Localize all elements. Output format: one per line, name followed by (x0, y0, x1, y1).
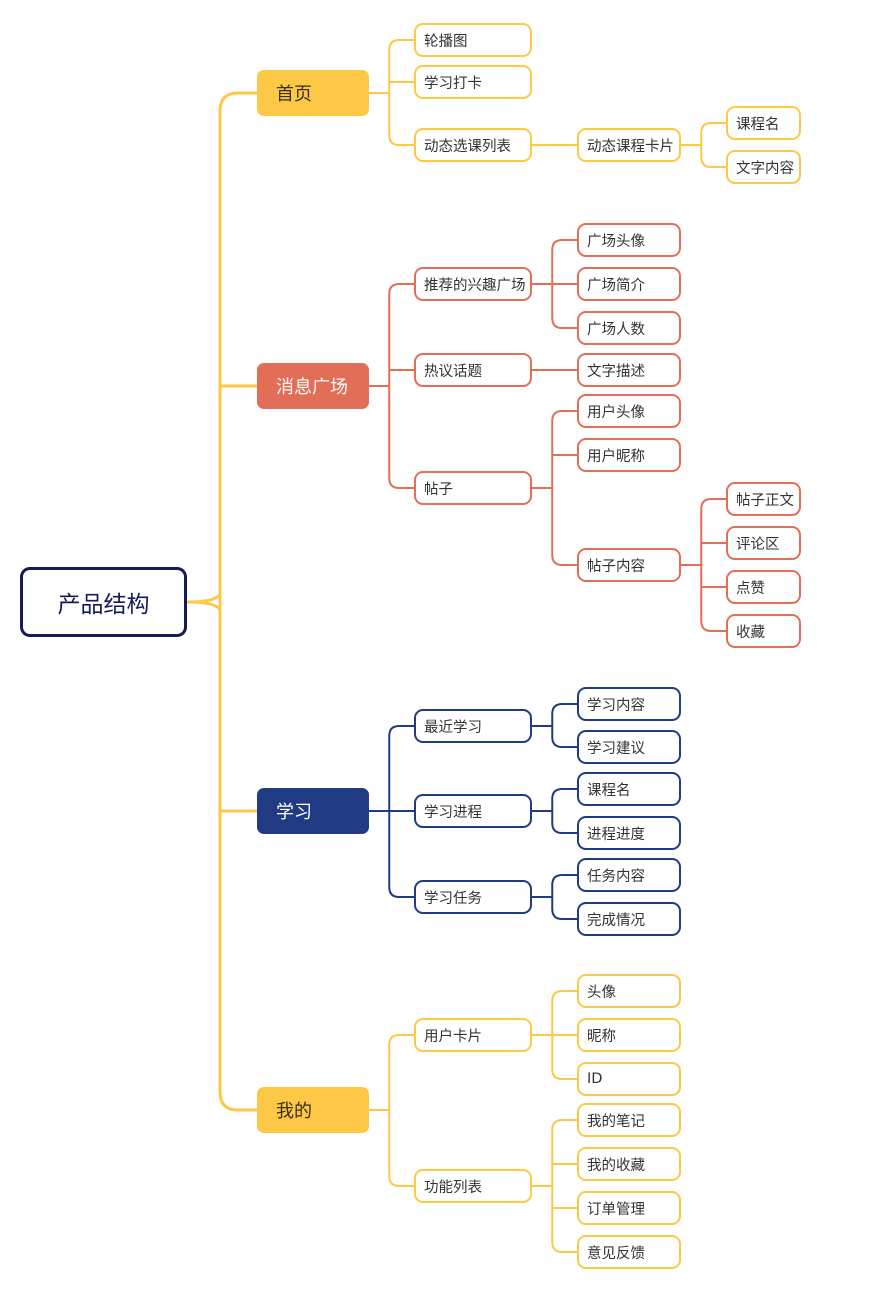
node-2-0-1[interactable]: 学习建议 (577, 730, 681, 764)
node-3-0[interactable]: 用户卡片 (414, 1018, 532, 1052)
node-1-2-2-2[interactable]: 点赞 (726, 570, 801, 604)
node-0-2-0[interactable]: 动态课程卡片 (577, 128, 681, 162)
node-2-2[interactable]: 学习任务 (414, 880, 532, 914)
node-3-0-2[interactable]: ID (577, 1062, 681, 1096)
node-1-1[interactable]: 热议话题 (414, 353, 532, 387)
connector-2-2 (531, 874, 578, 920)
node-1-0-2[interactable]: 广场人数 (577, 311, 681, 345)
root-connector (185, 91, 259, 1112)
branch-1[interactable]: 消息广场 (257, 363, 369, 409)
connector-branch-3 (368, 1034, 415, 1187)
node-3-0-0[interactable]: 头像 (577, 974, 681, 1008)
node-3-1[interactable]: 功能列表 (414, 1169, 532, 1203)
node-1-0-0[interactable]: 广场头像 (577, 223, 681, 257)
connector-branch-1 (368, 283, 415, 489)
node-3-1-1[interactable]: 我的收藏 (577, 1147, 681, 1181)
connector-branch-0 (368, 39, 415, 146)
connector-1-0 (531, 239, 578, 329)
connector-1-2-2 (680, 498, 727, 632)
node-1-2-2-3[interactable]: 收藏 (726, 614, 801, 648)
connector-3-1 (531, 1119, 578, 1253)
node-1-2-2-0[interactable]: 帖子正文 (726, 482, 801, 516)
connector-2-0 (531, 703, 578, 748)
node-0-2[interactable]: 动态选课列表 (414, 128, 532, 162)
node-0-0[interactable]: 轮播图 (414, 23, 532, 57)
branch-0[interactable]: 首页 (257, 70, 369, 116)
connector-1-2 (531, 410, 578, 566)
node-1-0[interactable]: 推荐的兴趣广场 (414, 267, 532, 301)
node-2-1[interactable]: 学习进程 (414, 794, 532, 828)
node-3-1-0[interactable]: 我的笔记 (577, 1103, 681, 1137)
branch-3[interactable]: 我的 (257, 1087, 369, 1133)
node-2-0[interactable]: 最近学习 (414, 709, 532, 743)
node-0-2-0-1[interactable]: 文字内容 (726, 150, 801, 184)
node-2-1-1[interactable]: 进程进度 (577, 816, 681, 850)
node-1-0-1[interactable]: 广场简介 (577, 267, 681, 301)
node-0-1[interactable]: 学习打卡 (414, 65, 532, 99)
root-node[interactable]: 产品结构 (20, 567, 187, 637)
node-2-2-0[interactable]: 任务内容 (577, 858, 681, 892)
connector-2-1 (531, 788, 578, 834)
connector-0-2-0 (680, 122, 727, 168)
node-3-1-2[interactable]: 订单管理 (577, 1191, 681, 1225)
connector-branch-2 (368, 725, 415, 898)
node-1-1-0[interactable]: 文字描述 (577, 353, 681, 387)
node-2-2-1[interactable]: 完成情况 (577, 902, 681, 936)
connector-3-0 (531, 990, 578, 1080)
branch-2[interactable]: 学习 (257, 788, 369, 834)
node-1-2-1[interactable]: 用户昵称 (577, 438, 681, 472)
node-1-2[interactable]: 帖子 (414, 471, 532, 505)
node-1-2-2[interactable]: 帖子内容 (577, 548, 681, 582)
node-3-1-3[interactable]: 意见反馈 (577, 1235, 681, 1269)
node-1-2-0[interactable]: 用户头像 (577, 394, 681, 428)
node-3-0-1[interactable]: 昵称 (577, 1018, 681, 1052)
node-2-1-0[interactable]: 课程名 (577, 772, 681, 806)
node-1-2-2-1[interactable]: 评论区 (726, 526, 801, 560)
node-2-0-0[interactable]: 学习内容 (577, 687, 681, 721)
node-0-2-0-0[interactable]: 课程名 (726, 106, 801, 140)
